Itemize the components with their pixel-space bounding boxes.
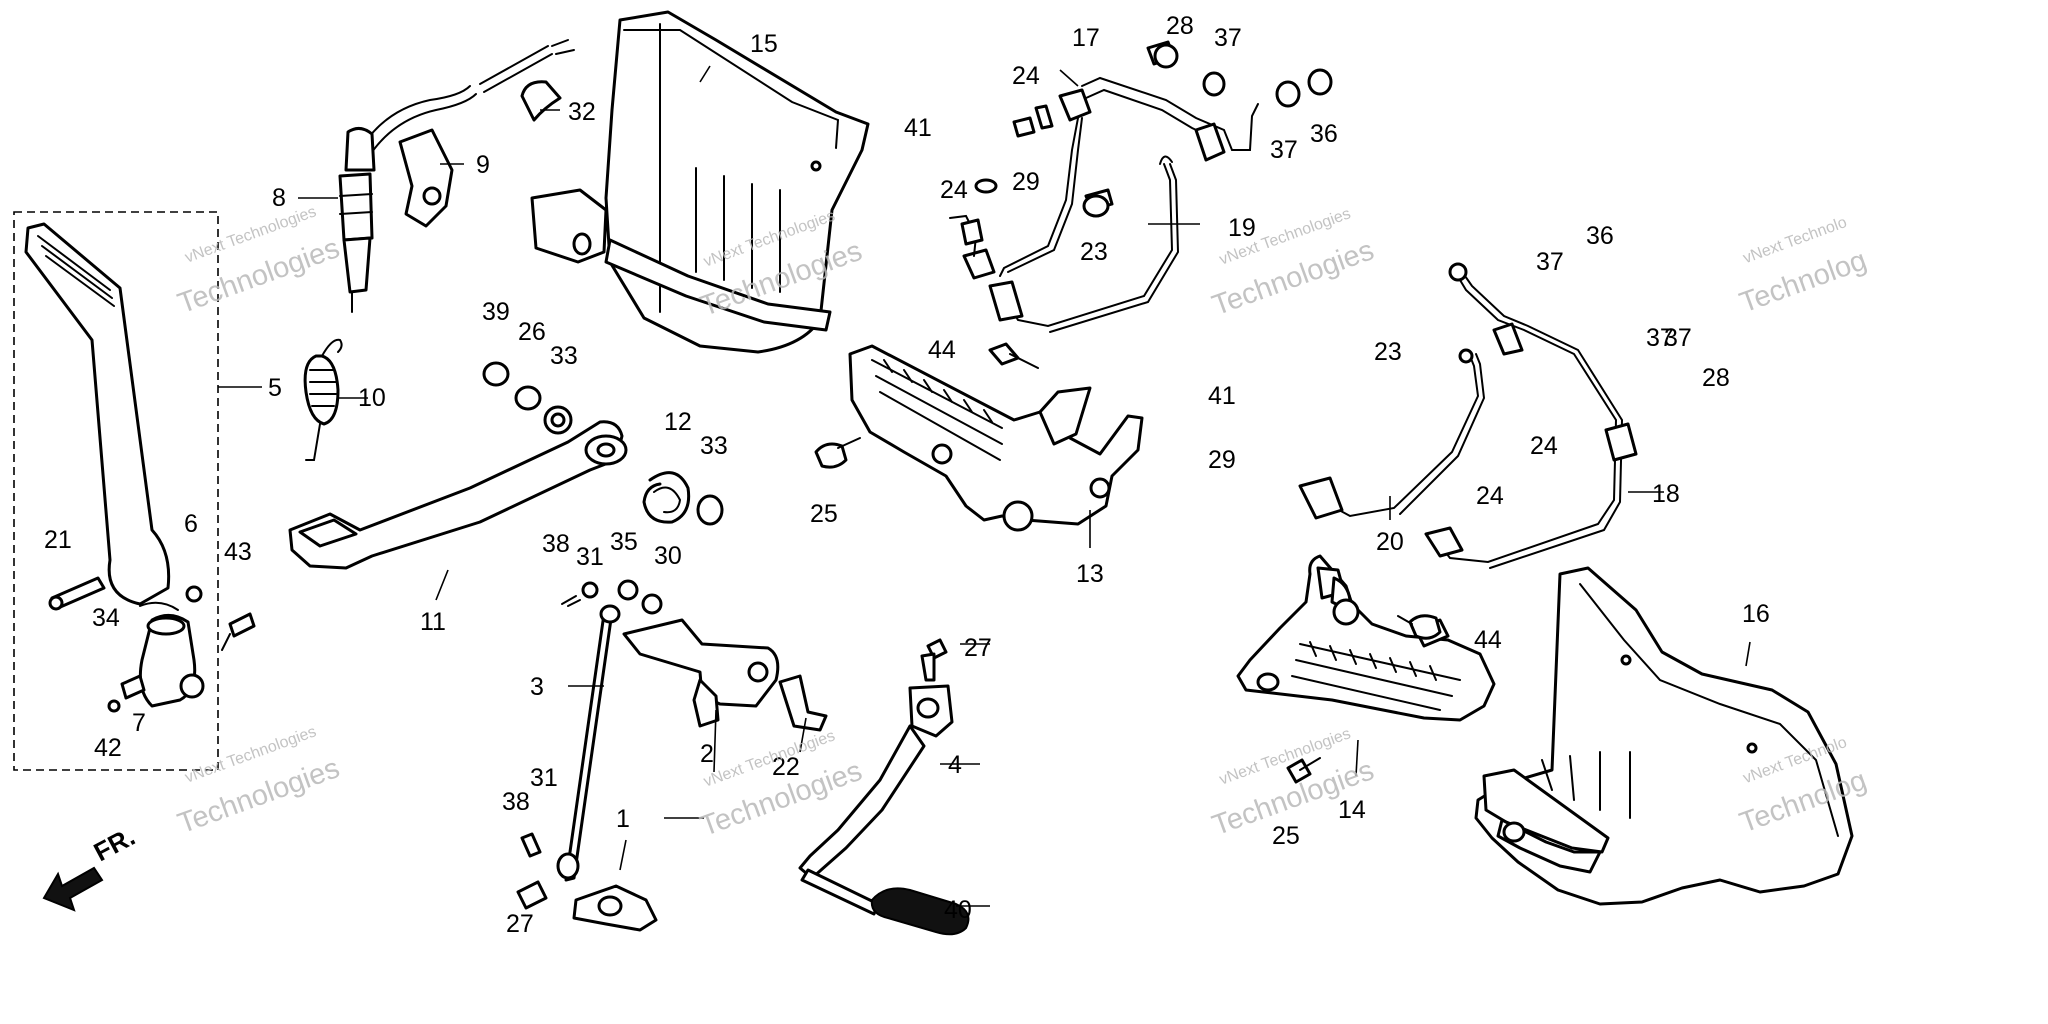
brake-pedal-group	[288, 361, 828, 932]
callout-5: 5	[268, 374, 282, 402]
callout-22: 22	[772, 753, 800, 781]
stay-17-19-group	[949, 40, 1333, 333]
callout-labels: 1 2 3 4 5 6 7 8 9 10 11 12 13 14 15 16 1…	[44, 12, 1770, 938]
callout-24a: 24	[1012, 62, 1040, 90]
cover-15-group	[530, 10, 870, 354]
front-direction-label: FR.	[89, 821, 140, 867]
callout-28a: 28	[1166, 12, 1194, 40]
callout-38b: 38	[502, 788, 530, 816]
callout-21: 21	[44, 526, 72, 554]
callout-28b: 28	[1702, 364, 1730, 392]
callout-6: 6	[184, 510, 198, 538]
callout-17: 17	[1072, 24, 1100, 52]
callout-18: 18	[1652, 480, 1680, 508]
callout-33a: 33	[550, 342, 578, 370]
callout-12: 12	[664, 408, 692, 436]
callout-25a: 25	[810, 500, 838, 528]
callout-1: 1	[616, 805, 630, 833]
callout-33b: 33	[700, 432, 728, 460]
callout-13: 13	[1076, 560, 1104, 588]
callout-30: 30	[654, 542, 682, 570]
callout-40: 40	[944, 896, 972, 924]
callout-37c: 37	[1536, 248, 1564, 276]
callout-7: 7	[132, 709, 146, 737]
callout-32: 32	[568, 98, 596, 126]
callout-14: 14	[1338, 796, 1366, 824]
callout-36b: 36	[1586, 222, 1614, 250]
callout-37d: 37	[1646, 324, 1674, 352]
callout-24b: 24	[940, 176, 968, 204]
callout-44b: 44	[1474, 626, 1502, 654]
callout-34: 34	[92, 604, 120, 632]
callout-37e: 37	[1664, 324, 1692, 352]
callout-2: 2	[700, 740, 714, 768]
callout-38a: 38	[542, 530, 570, 558]
callout-27b: 27	[506, 910, 534, 938]
callout-35: 35	[610, 528, 638, 556]
callout-44a: 44	[928, 336, 956, 364]
callout-16: 16	[1742, 600, 1770, 628]
callout-23a: 23	[1080, 238, 1108, 266]
cover-16-group	[1474, 566, 1854, 906]
callout-24c: 24	[1530, 432, 1558, 460]
stay-18-20-group	[1298, 262, 1638, 569]
leader-lines	[218, 65, 1751, 907]
callout-11: 11	[420, 608, 446, 636]
callout-41b: 41	[1208, 382, 1236, 410]
callout-36a: 36	[1310, 120, 1338, 148]
kickstarter-group	[13, 211, 256, 771]
callout-23b: 23	[1374, 338, 1402, 366]
callout-31b: 31	[530, 764, 558, 792]
callout-10: 10	[358, 384, 386, 412]
callout-43: 43	[224, 538, 252, 566]
callout-8: 8	[272, 184, 286, 212]
callout-9: 9	[476, 151, 490, 179]
brake-switch-group	[303, 39, 575, 461]
callout-29b: 29	[1208, 446, 1236, 474]
callout-4: 4	[948, 751, 962, 779]
callout-25b: 25	[1272, 822, 1300, 850]
callout-24d: 24	[1476, 482, 1504, 510]
callout-39: 39	[482, 298, 510, 326]
callout-37b: 37	[1270, 136, 1298, 164]
callout-31a: 31	[576, 543, 604, 571]
callout-41a: 41	[904, 114, 932, 142]
callout-29a: 29	[1012, 168, 1040, 196]
callout-3: 3	[530, 673, 544, 701]
callout-15: 15	[750, 30, 778, 58]
footpeg-13-group	[814, 342, 1144, 532]
callout-20: 20	[1376, 528, 1404, 556]
callout-26: 26	[518, 318, 546, 346]
gear-pedal-group	[798, 638, 970, 936]
front-direction-arrow: FR.	[42, 821, 140, 912]
callout-27a: 27	[964, 634, 992, 662]
footpeg-14-group	[1236, 554, 1496, 784]
callout-37a: 37	[1214, 24, 1242, 52]
callout-42: 42	[94, 734, 122, 762]
callout-19: 19	[1228, 214, 1256, 242]
